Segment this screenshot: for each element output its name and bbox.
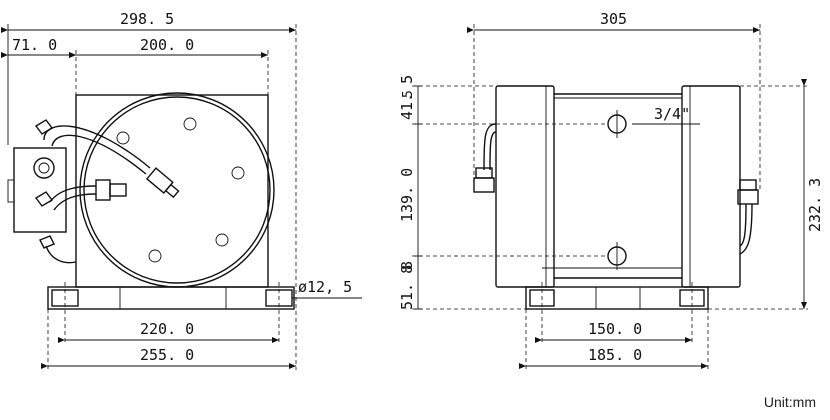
front-lower-hose-inner xyxy=(53,193,97,211)
front-hose-outer xyxy=(43,125,151,169)
side-base-width-label: 185. 0 xyxy=(588,346,642,364)
front-bolt-hole xyxy=(116,131,130,145)
front-hole-pitch-label: 220. 0 xyxy=(140,320,194,338)
side-seg-bottom-label: 51. 8 xyxy=(398,265,416,310)
front-drain-hose xyxy=(45,245,77,264)
side-left-hose xyxy=(483,123,497,171)
front-hose-fitting xyxy=(145,167,180,199)
front-bolt-hole xyxy=(215,233,229,247)
front-elbow-top xyxy=(34,119,54,135)
side-right-flange xyxy=(681,85,741,288)
front-swivel-stub xyxy=(7,179,15,203)
dim-overall-width: 298. 5 xyxy=(1,10,297,370)
side-port-size-label: 3/4" xyxy=(654,105,690,123)
front-bolt-hole xyxy=(148,249,162,263)
side-left-hose-inner xyxy=(489,131,497,171)
front-hole-diameter-label: ø12, 5 xyxy=(298,278,352,296)
side-right-fitting-nut xyxy=(737,189,759,205)
front-lower-hose xyxy=(49,185,97,203)
front-bolt-hole xyxy=(183,117,197,131)
front-connector xyxy=(95,179,111,201)
side-seg-top-extra: 5 xyxy=(401,90,416,98)
side-view: 305 3/4" xyxy=(398,10,824,370)
front-bolt-hole xyxy=(231,166,245,180)
front-drum-width-label: 200. 0 xyxy=(140,36,194,54)
dim-offsets: 71. 0 200. 0 xyxy=(1,36,269,95)
front-offset-left-label: 71. 0 xyxy=(12,36,57,54)
front-base-plate xyxy=(47,286,295,310)
front-swivel-port xyxy=(33,157,55,179)
side-overall-height-label: 232. 3 xyxy=(806,178,824,232)
side-overall-width-label: 305 xyxy=(600,10,627,28)
front-swivel-block xyxy=(13,147,67,233)
side-right-hose-inner xyxy=(739,203,747,247)
side-seg-mid-label: 139. 0 xyxy=(398,168,416,222)
side-left-fitting-nut xyxy=(473,177,495,193)
front-drum-inner xyxy=(83,96,271,284)
front-elbow-mid xyxy=(34,191,54,207)
front-hose-inner xyxy=(51,134,147,175)
front-view: 298. 5 71. 0 200. 0 xyxy=(1,10,362,370)
side-left-flange xyxy=(495,85,555,288)
side-seg-low-label: 8 xyxy=(398,261,416,270)
front-overall-width-label: 298. 5 xyxy=(120,10,174,28)
front-elbow-bottom xyxy=(39,235,55,249)
side-hole-pitch-label: 150. 0 xyxy=(588,320,642,338)
front-swivel-port-inner xyxy=(38,162,50,174)
front-base-width-label: 255. 0 xyxy=(140,346,194,364)
side-right-hose xyxy=(739,203,753,255)
unit-label: Unit:mm xyxy=(763,394,816,410)
side-seg-top-label: 41. 5 xyxy=(398,75,416,120)
side-base-plate xyxy=(525,286,709,310)
front-connector-nut xyxy=(109,183,127,197)
side-right-fitting xyxy=(739,179,757,191)
